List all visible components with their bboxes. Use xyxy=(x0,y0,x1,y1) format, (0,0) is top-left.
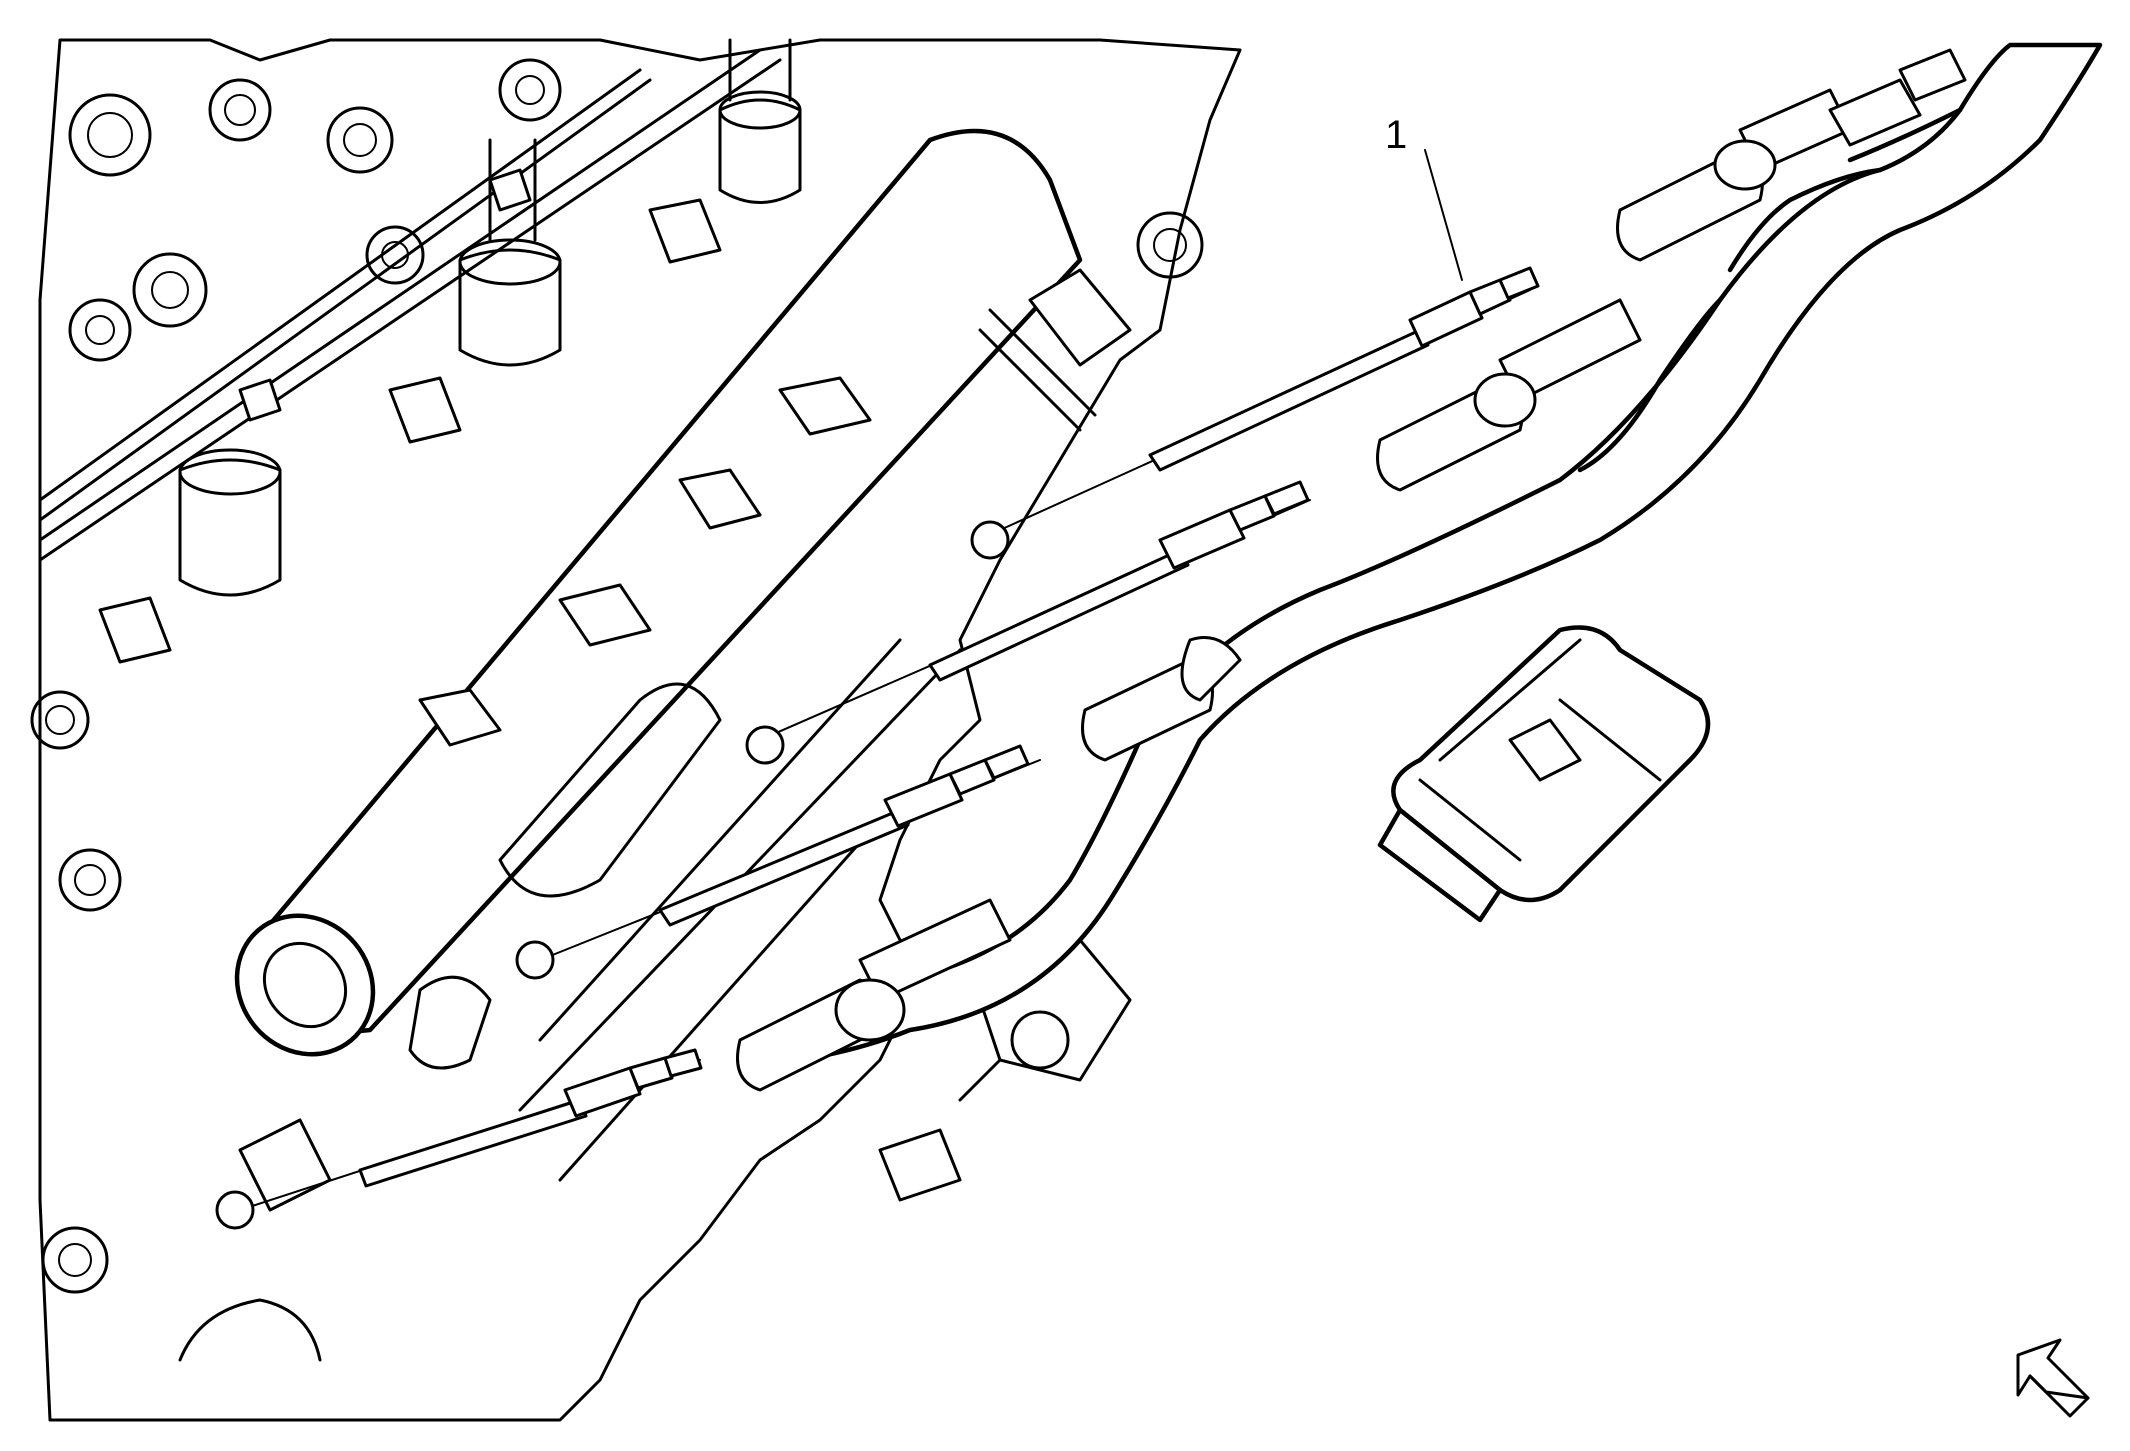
engine-block xyxy=(30,38,1242,1422)
glow-plugs xyxy=(215,266,1540,1230)
harness-connector-top-1 xyxy=(1616,88,1852,262)
callout-1-label: 1 xyxy=(1385,113,1407,157)
callout-1-leader xyxy=(1424,149,1463,281)
fuel-lines xyxy=(38,48,782,562)
callout-1: 1 xyxy=(1385,113,1463,281)
fuel-rail xyxy=(234,128,1132,1057)
injector-fittings xyxy=(98,198,722,664)
fuel-injector-2 xyxy=(458,138,562,367)
lower-manifold xyxy=(178,638,1132,1362)
harness-main-connector xyxy=(1377,625,1711,923)
glow-plug-wiring-harness xyxy=(736,42,2103,1092)
harness-connector-4 xyxy=(736,898,1012,1092)
fuel-injector-1 xyxy=(718,38,802,204)
glow-plug-4 xyxy=(239,1048,703,1211)
glow-plug-1 xyxy=(999,266,1540,531)
harness-connector-3 xyxy=(1081,636,1242,762)
glow-plug-3 xyxy=(539,744,1041,961)
harness-connector-2 xyxy=(1376,298,1642,492)
fuel-injector-3 xyxy=(178,448,282,597)
glow-plug-2 xyxy=(759,480,1311,741)
harness-connector-top-2 xyxy=(1828,48,1967,147)
orientation-arrow-icon xyxy=(2016,1338,2090,1418)
